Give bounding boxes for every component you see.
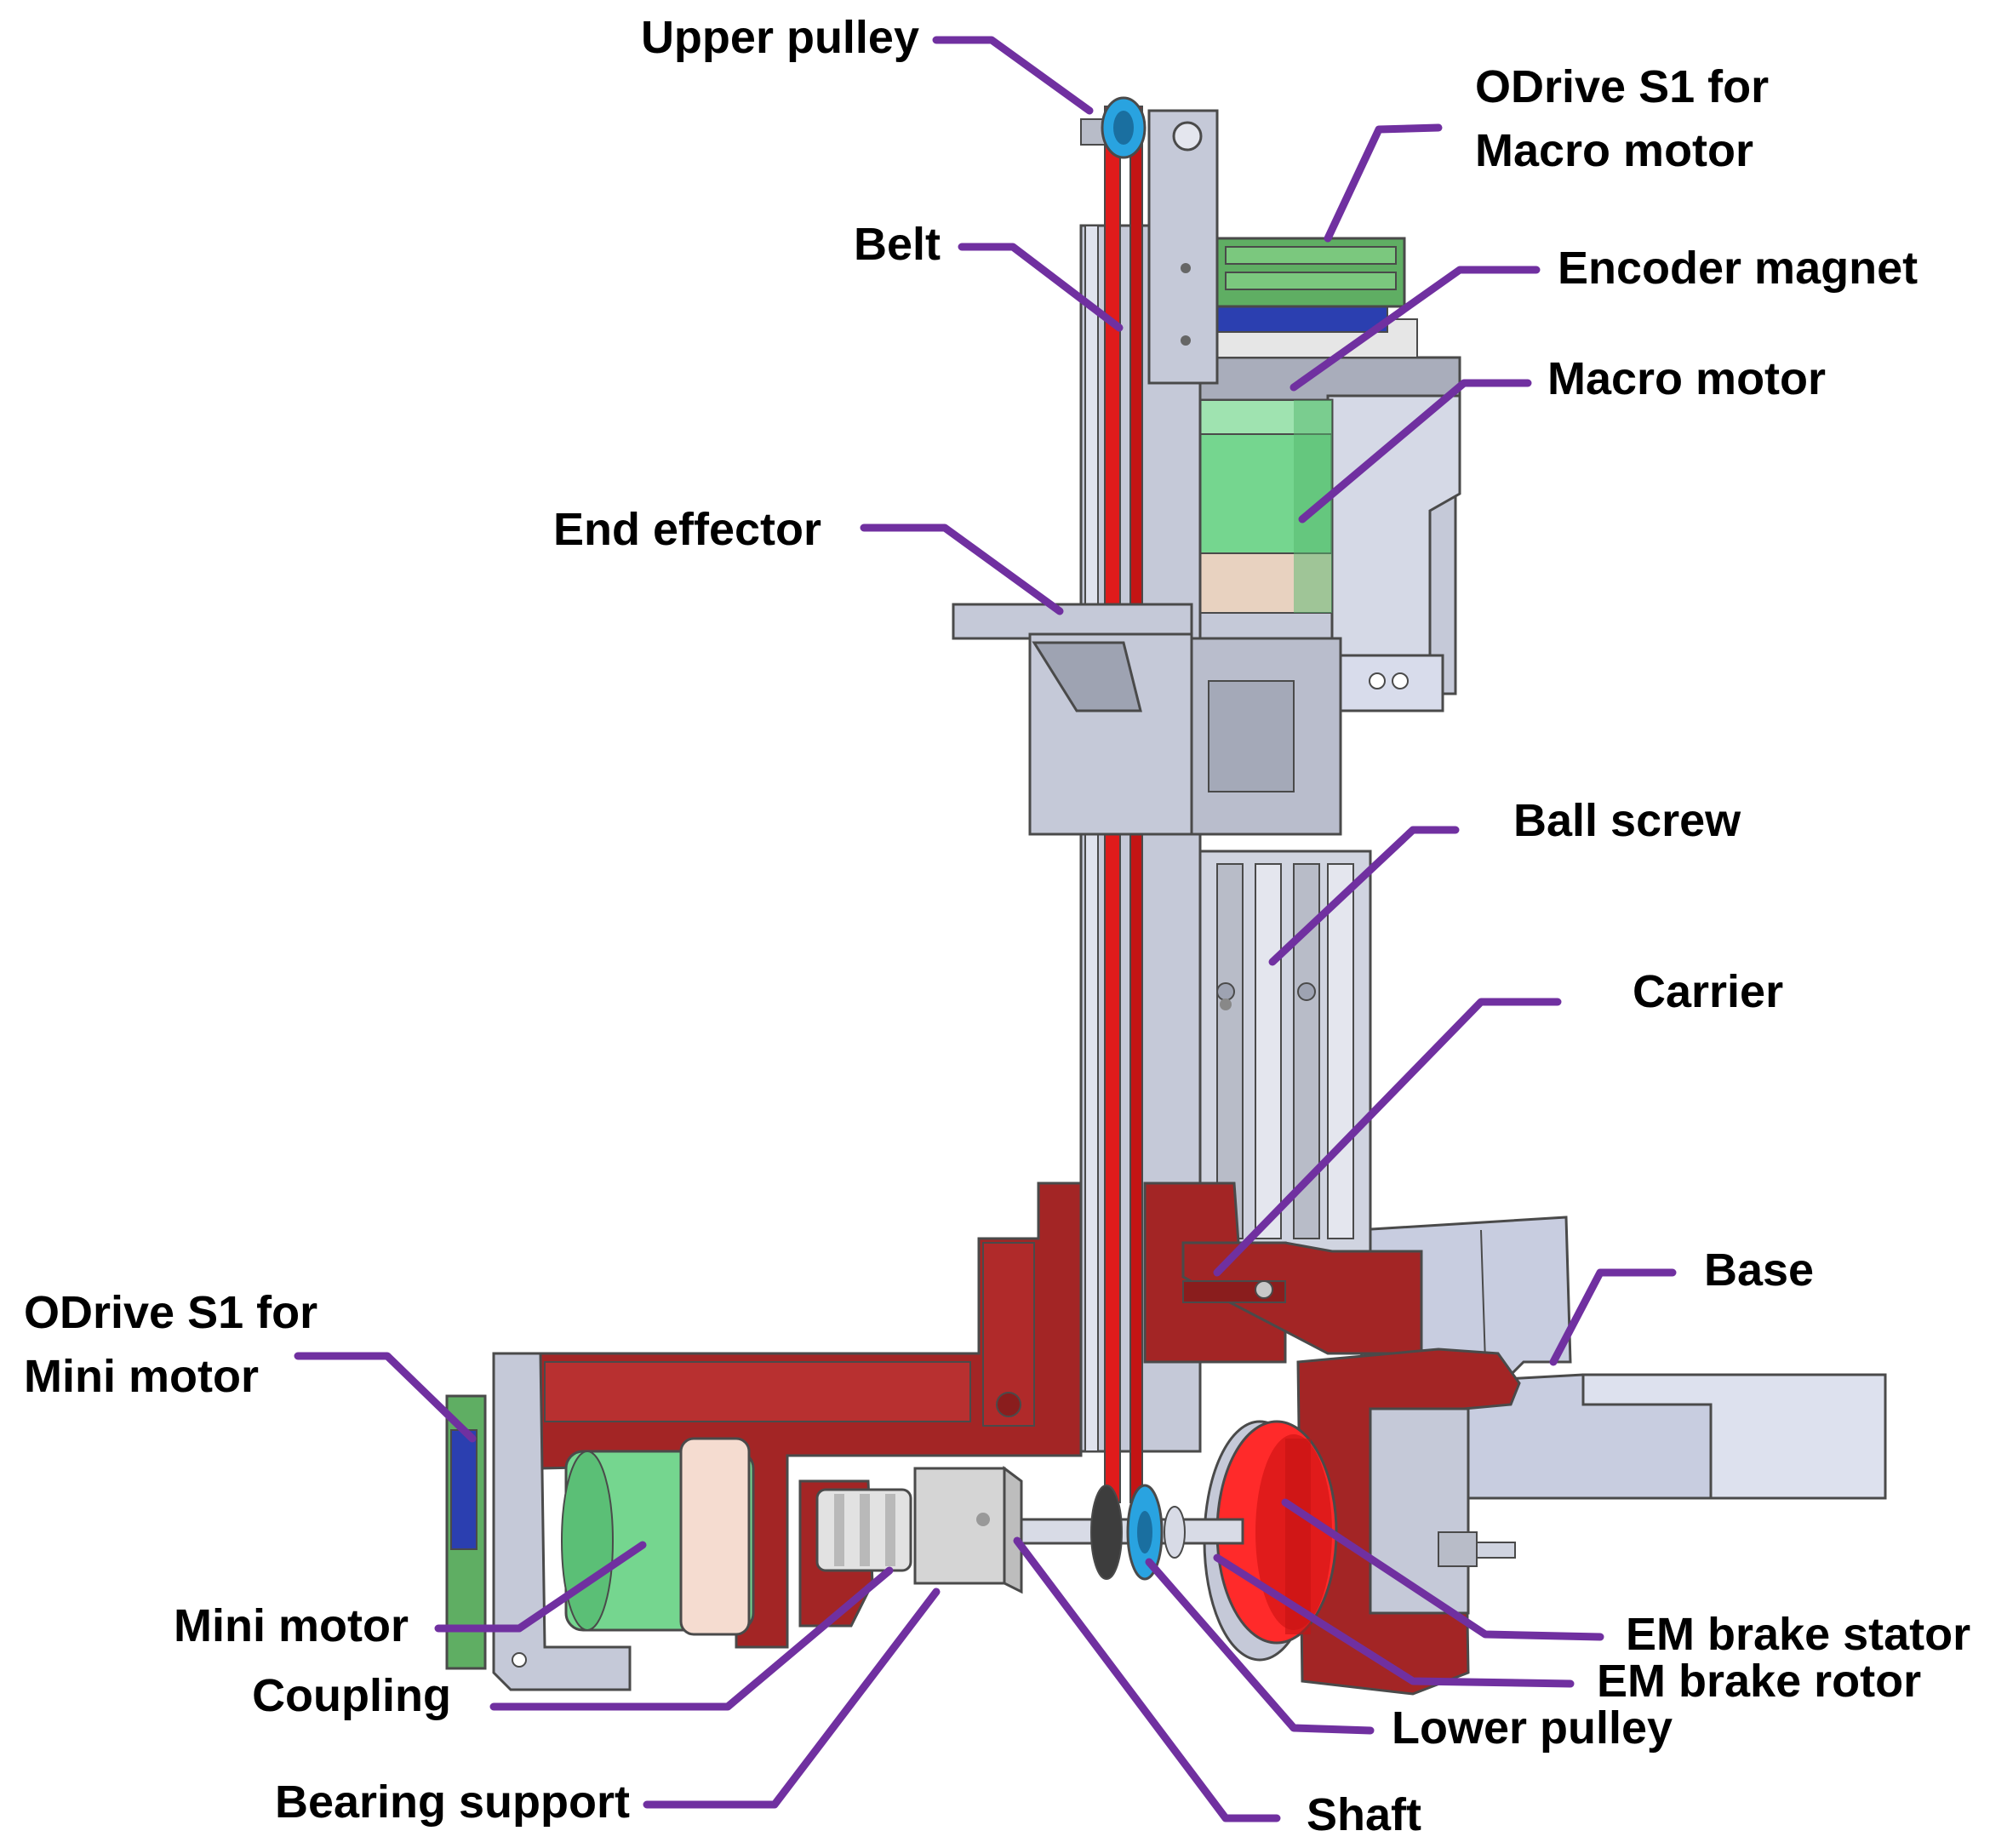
macro-motor-housing <box>1186 356 1461 712</box>
brake-housing <box>1296 1347 1521 1696</box>
label-belt: Belt <box>854 219 941 270</box>
macro-motor <box>1186 398 1334 614</box>
ball-screw-assembly <box>1186 850 1372 1253</box>
label-upper-pulley: Upper pulley <box>641 12 919 63</box>
upper-pulley <box>1080 96 1147 159</box>
label-em-brake-rotor: EM brake rotor <box>1597 1656 1921 1707</box>
end-effector <box>952 603 1342 836</box>
labels: Upper pulley ODrive S1 for Macro motor B… <box>24 12 1970 1840</box>
label-lower-pulley: Lower pulley <box>1392 1702 1673 1754</box>
label-odrive-macro-1: ODrive S1 for <box>1475 61 1769 112</box>
label-em-brake-stator: EM brake stator <box>1626 1609 1970 1660</box>
label-end-effector: End effector <box>553 504 821 555</box>
mini-motor <box>561 1437 755 1636</box>
label-odrive-macro-2: Macro motor <box>1475 125 1753 176</box>
label-bearing-support: Bearing support <box>275 1776 630 1828</box>
leader-lines <box>294 36 1677 1822</box>
base-part <box>1356 1216 1887 1500</box>
label-macro-motor: Macro motor <box>1547 353 1826 404</box>
label-odrive-mini-1: ODrive S1 for <box>24 1287 317 1338</box>
label-coupling: Coupling <box>252 1670 451 1721</box>
label-ball-screw: Ball screw <box>1513 795 1741 846</box>
coupling <box>815 1488 912 1572</box>
label-odrive-mini-2: Mini motor <box>24 1351 259 1402</box>
lower-pulley <box>1090 1484 1186 1581</box>
label-encoder-magnet: Encoder magnet <box>1558 243 1918 294</box>
label-shaft: Shaft <box>1307 1789 1421 1840</box>
label-carrier: Carrier <box>1633 966 1783 1017</box>
odrive-mini-board <box>445 1394 487 1670</box>
odrive-macro-board <box>1215 237 1418 358</box>
mini-motor-bracket <box>492 1352 632 1691</box>
label-base: Base <box>1704 1244 1814 1296</box>
bearing-support <box>913 1466 1023 1594</box>
label-mini-motor: Mini motor <box>174 1600 409 1651</box>
